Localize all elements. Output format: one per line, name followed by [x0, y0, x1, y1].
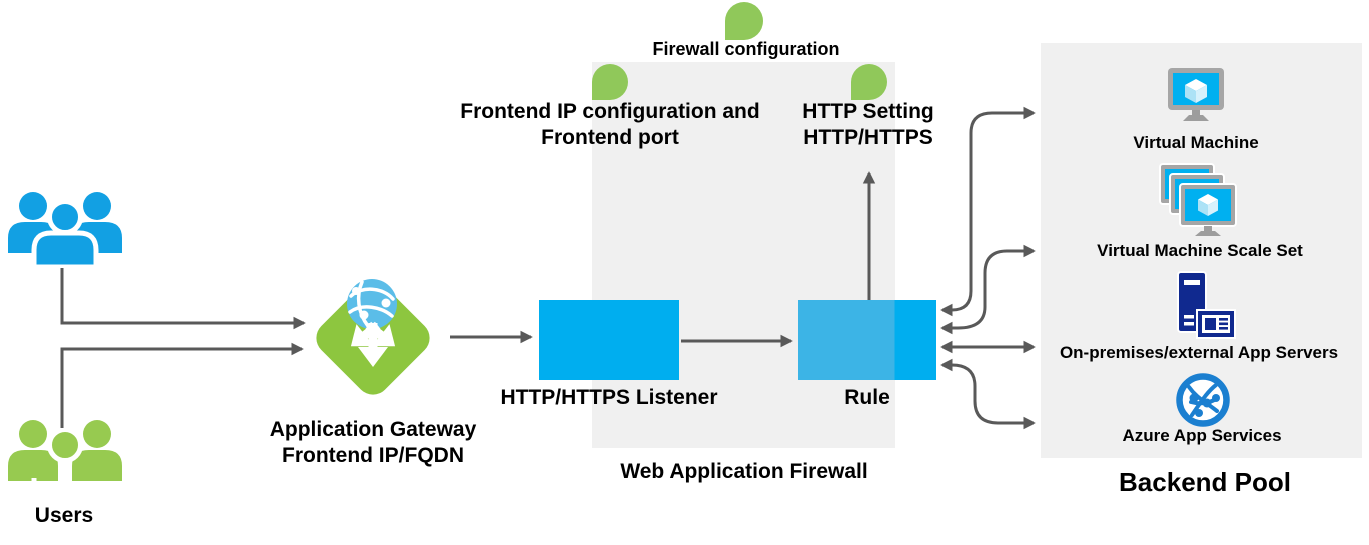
- app-services-globe-icon: [1176, 373, 1230, 427]
- vm-scale-set-icon: [1159, 163, 1237, 236]
- arrow-rule-to-vmss: [940, 244, 1036, 335]
- rule-label: Rule: [844, 386, 890, 409]
- app-servers-label: On-premises/external App Servers: [1059, 343, 1339, 362]
- virtual-machine-icon: [1168, 68, 1224, 121]
- green-users-group-icon: [8, 420, 122, 495]
- frontend-ip-config-marker-icon: [592, 64, 628, 100]
- arrow-rule-to-vm: [940, 106, 1036, 317]
- listener-label: HTTP/HTTPS Listener: [500, 386, 718, 409]
- users-label: Users: [34, 504, 94, 527]
- application-gateway-label-line1: Application Gateway: [269, 418, 477, 441]
- virtual-machine-label: Virtual Machine: [1133, 133, 1259, 152]
- application-gateway-icon: [316, 279, 430, 395]
- arrow-rule-to-app-services: [940, 358, 1036, 430]
- application-gateway-label: Application Gateway Frontend IP/FQDN: [270, 417, 477, 470]
- app-server-icon: [1177, 271, 1236, 339]
- http-setting-line2: HTTP/HTTPS: [803, 126, 933, 150]
- firewall-config-marker-icon: [725, 2, 763, 40]
- arrow-green-users-to-gateway: [60, 342, 304, 428]
- arrow-blue-users-to-gateway: [60, 268, 306, 330]
- azure-app-services-label: Azure App Services: [1122, 426, 1282, 445]
- application-gateway-label-line2: Frontend IP/FQDN: [281, 444, 464, 468]
- waf-panel: [592, 62, 895, 448]
- backend-pool-label: Backend Pool: [1119, 467, 1291, 497]
- vm-scale-set-label: Virtual Machine Scale Set: [1097, 241, 1303, 260]
- http-setting-label: HTTP Setting HTTP/HTTPS: [802, 99, 933, 152]
- waf-label: Web Application Firewall: [620, 460, 868, 483]
- http-setting-marker-icon: [851, 64, 887, 100]
- frontend-ip-configuration-line1: Frontend IP configuration and: [460, 100, 760, 123]
- http-setting-line1: HTTP Setting: [802, 100, 934, 123]
- blue-users-group-icon: [8, 192, 122, 268]
- firewall-configuration-label: Firewall configuration: [652, 39, 840, 59]
- frontend-ip-configuration-label: Frontend IP configuration and Frontend p…: [460, 99, 759, 152]
- rule-node: [798, 300, 936, 380]
- listener-node: [539, 300, 679, 380]
- frontend-ip-configuration-line2: Frontend port: [541, 126, 679, 150]
